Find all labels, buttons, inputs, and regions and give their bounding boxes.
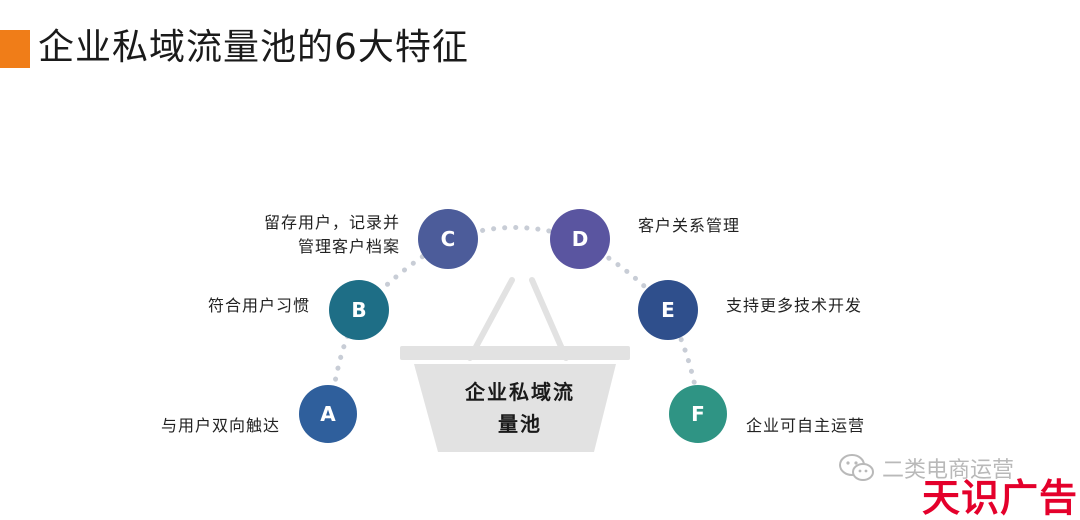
node-e-circle (638, 280, 698, 340)
node-b-circle (329, 280, 389, 340)
node-f: F (669, 385, 727, 443)
basket-body (414, 364, 616, 452)
wechat-icon (839, 454, 874, 481)
node-a: A (299, 385, 357, 443)
node-f-label: 企业可自主运营 (746, 416, 866, 435)
brand-logo-text: 天识广告 (922, 476, 1079, 520)
basket-graphic (400, 277, 630, 452)
node-e-label: 支持更多技术开发 (726, 296, 863, 315)
node-e-letter: E (661, 298, 675, 322)
node-a-letter: A (320, 402, 336, 426)
basket-center-line2: 量池 (498, 412, 542, 436)
basket-rim (400, 346, 630, 360)
node-a-label: 与用户双向触达 (160, 416, 280, 435)
node-d-letter: D (572, 227, 589, 251)
basket-handle (467, 277, 569, 361)
title-accent-bar (0, 30, 30, 68)
node-c-label: 留存用户，记录并 管理客户档案 (236, 211, 400, 259)
watermark: 二类电商运营 (838, 452, 1014, 484)
node-a-circle (299, 385, 357, 443)
node-b-letter: B (351, 298, 366, 322)
node-c: C (418, 209, 478, 269)
node-f-letter: F (691, 402, 705, 426)
node-d: D (550, 209, 610, 269)
page-title: 企业私域流量池的6大特征 (38, 27, 469, 68)
node-c-letter: C (441, 227, 456, 251)
node-c-label-line1: 留存用户，记录并 (263, 213, 400, 232)
node-c-circle (418, 209, 478, 269)
basket-center-label: 企业私域流 量池 (432, 376, 608, 440)
node-e: E (638, 280, 698, 340)
watermark-text: 二类电商运营 (882, 458, 1015, 483)
node-d-circle (550, 209, 610, 269)
node-b: B (329, 280, 389, 340)
node-f-circle (669, 385, 727, 443)
node-b-label: 符合用户习惯 (207, 296, 310, 315)
node-d-label: 客户关系管理 (638, 216, 741, 235)
node-c-label-line2: 管理客户档案 (297, 237, 400, 256)
basket-center-line1: 企业私域流 (465, 380, 575, 404)
